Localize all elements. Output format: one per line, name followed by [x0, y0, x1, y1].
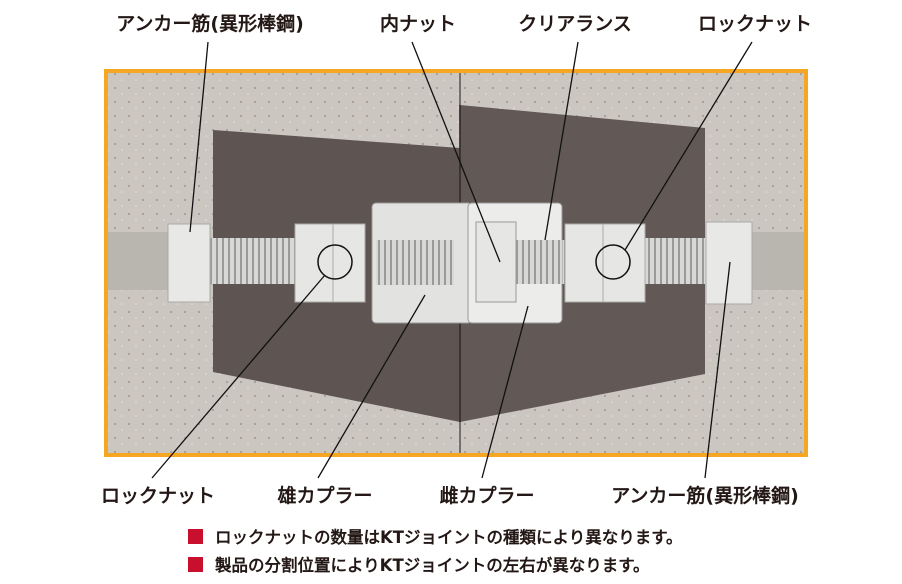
label-lock-nut-bottom: ロックナット: [101, 485, 215, 507]
note-text: ロックナットの数量はKTジョイントの種類により異なります。: [215, 528, 683, 547]
label-lock-nut-top: ロックナット: [698, 13, 812, 35]
label-female-coupler: 雌カプラー: [439, 484, 534, 507]
note-text: 製品の分割位置によりKTジョイントの左右が異なります。: [215, 556, 650, 575]
lock-nut-right: [564, 223, 646, 303]
label-anchor-bar-bottom: アンカー筋(異形棒鋼): [611, 484, 799, 507]
rebar-left: [108, 232, 170, 290]
lock-nut-left: [294, 223, 366, 303]
anchor-nut-right: [705, 221, 753, 305]
square-marker-icon: [188, 556, 203, 572]
note-2: 製品の分割位置によりKTジョイントの左右が異なります。: [188, 552, 650, 576]
inner-nut: [475, 221, 517, 303]
label-clearance: クリアランス: [518, 13, 632, 35]
anchor-nut-left: [167, 223, 211, 303]
label-inner-nut: 内ナット: [380, 12, 456, 35]
label-male-coupler: 雄カプラー: [276, 484, 372, 507]
square-marker-icon: [188, 528, 203, 544]
rebar-right: [750, 232, 804, 290]
note-1: ロックナットの数量はKTジョイントの種類により異なります。: [188, 524, 683, 548]
label-anchor-bar-top: アンカー筋(異形棒鋼): [116, 12, 304, 35]
